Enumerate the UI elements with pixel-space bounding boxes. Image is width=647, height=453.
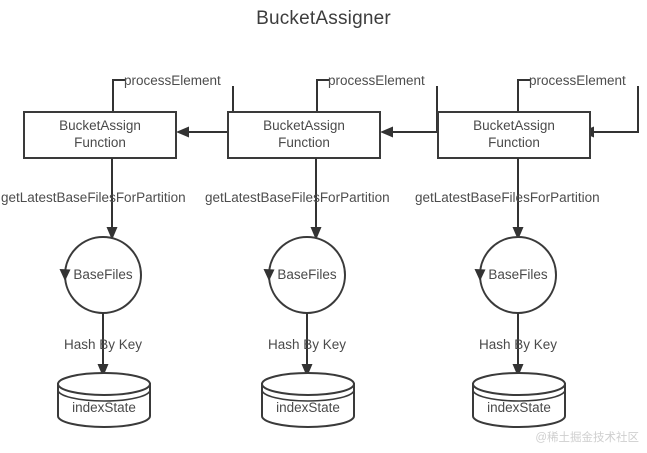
self-loop-out-path-2	[316, 79, 329, 112]
self-loop-arrowhead-1	[176, 126, 189, 138]
process-box-1	[23, 111, 177, 159]
edge-label-getlatest-3: getLatestBaseFilesForPartition	[415, 190, 600, 205]
self-loop-in-path-3	[591, 86, 639, 133]
store-cylinder-rim-1	[57, 389, 151, 402]
edge-label-hash-2: Hash By Key	[267, 337, 347, 352]
process-box-label-line1-2: BucketAssign	[263, 118, 345, 133]
self-loop-label-1: processElement	[124, 73, 221, 88]
process-box-label-1: BucketAssign Function	[24, 118, 176, 152]
circle-inbound-tick-3	[474, 269, 486, 281]
store-label-3: indexState	[487, 400, 551, 415]
store-cylinder-rim-3	[472, 389, 566, 402]
circle-to-store-arrowhead-1	[97, 364, 109, 377]
store-label-1: indexState	[72, 400, 136, 415]
self-loop-out-path-3	[517, 79, 530, 112]
box-to-circle-arrowhead-2	[310, 227, 322, 240]
process-box-label-2: BucketAssign Function	[228, 118, 380, 152]
self-loop-out-path-1	[112, 79, 125, 112]
column-2-graphics	[227, 79, 438, 428]
self-loop-arrowhead-2	[380, 126, 393, 138]
self-loop-label-2: processElement	[328, 73, 425, 88]
process-box-2	[227, 111, 381, 159]
process-box-label-line1-3: BucketAssign	[473, 118, 555, 133]
process-box-label-line1-1: BucketAssign	[59, 118, 141, 133]
store-cylinder-top-1	[57, 372, 151, 396]
store-cylinder-top-2	[261, 372, 355, 396]
process-box-label-line2-1: Function	[74, 134, 126, 150]
process-box-3	[437, 111, 591, 159]
box-to-circle-arrowhead-1	[106, 227, 118, 240]
basefiles-label-1: BaseFiles	[73, 267, 133, 282]
self-loop-in-path-2	[390, 86, 438, 133]
box-to-circle-arrowhead-3	[512, 227, 524, 240]
circle-inbound-tick-2	[263, 269, 275, 281]
store-cylinder-body-1	[57, 383, 151, 428]
store-cylinder-body-3	[472, 383, 566, 428]
edge-label-getlatest-1: getLatestBaseFilesForPartition	[1, 190, 186, 205]
circle-to-store-arrowhead-2	[301, 364, 313, 377]
basefiles-label-3: BaseFiles	[488, 267, 548, 282]
edge-label-hash-1: Hash By Key	[63, 337, 143, 352]
self-loop-in-path-1	[186, 86, 234, 133]
page-title: BucketAssigner	[256, 8, 391, 29]
process-box-label-3: BucketAssign Function	[438, 118, 590, 152]
process-box-label-line2-3: Function	[488, 134, 540, 150]
process-box-label-line2-2: Function	[278, 134, 330, 150]
edge-label-hash-3: Hash By Key	[478, 337, 558, 352]
store-cylinder-body-2	[261, 383, 355, 428]
store-cylinder-top-3	[472, 372, 566, 396]
column-3-graphics	[437, 79, 639, 428]
edge-label-getlatest-2: getLatestBaseFilesForPartition	[205, 190, 390, 205]
watermark: @稀土掘金技术社区	[535, 432, 639, 444]
store-label-2: indexState	[276, 400, 340, 415]
circle-to-store-arrowhead-3	[512, 364, 524, 377]
column-1-graphics	[23, 79, 234, 428]
circle-inbound-tick-1	[59, 269, 71, 281]
self-loop-label-3: processElement	[529, 73, 626, 88]
store-cylinder-rim-2	[261, 389, 355, 402]
basefiles-label-2: BaseFiles	[277, 267, 337, 282]
